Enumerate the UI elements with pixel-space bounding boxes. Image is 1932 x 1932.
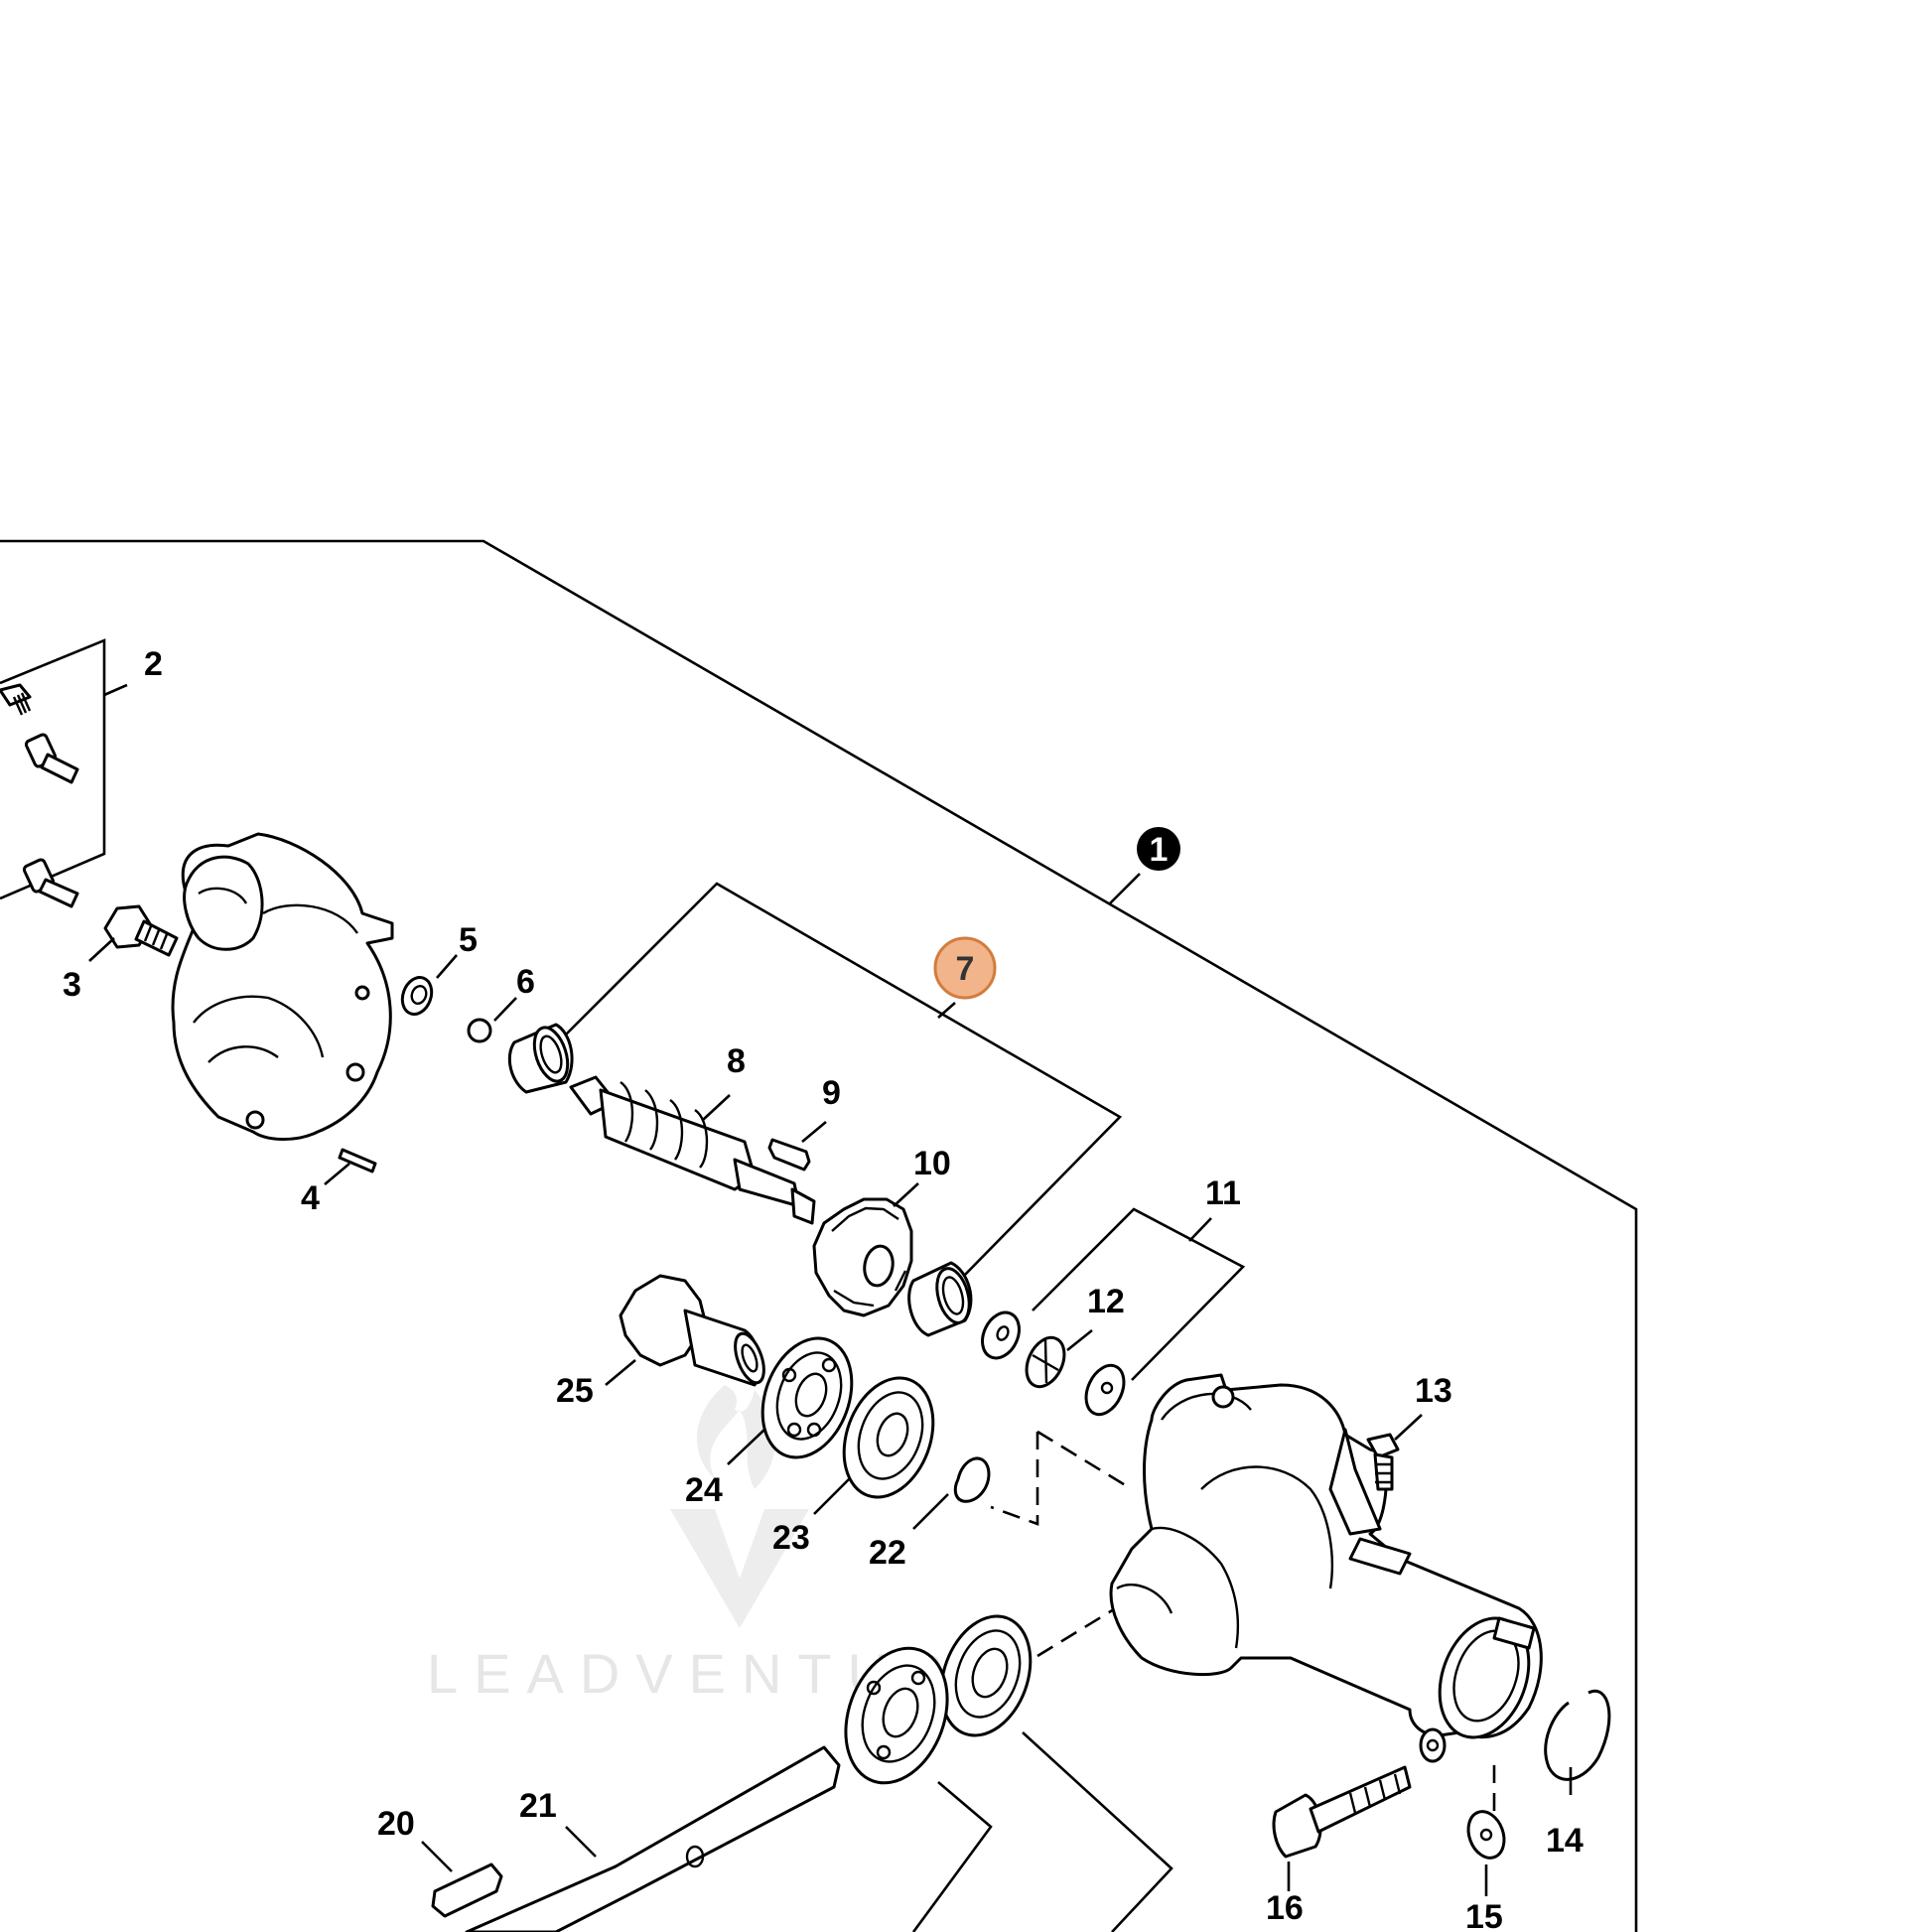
circlip-part-22	[953, 1456, 991, 1503]
key-part-9	[767, 1138, 811, 1172]
oring-part-6	[467, 1018, 492, 1043]
callout-9[interactable]: 9	[822, 1074, 841, 1112]
callout-1: 1	[1150, 831, 1169, 869]
callout-4[interactable]: 4	[301, 1179, 320, 1217]
callout-23[interactable]: 23	[772, 1519, 810, 1557]
gear-housing-cover	[171, 832, 394, 1141]
watermark-v-icon	[670, 1509, 809, 1628]
screw-part-2a	[0, 683, 32, 716]
sealed-bearing-lower	[939, 1614, 1033, 1737]
washer-part-5	[400, 976, 434, 1016]
callout-3[interactable]: 3	[63, 966, 81, 1004]
bracket-bottom-right	[1022, 1731, 1173, 1932]
callout-1-bubble[interactable]: 1	[1137, 827, 1180, 871]
needle-bearing-upper	[507, 1023, 574, 1094]
circlip-part-14	[1544, 1689, 1611, 1781]
callout-16[interactable]: 16	[1266, 1889, 1304, 1927]
pin-part-4	[338, 1148, 377, 1173]
bolt-part-3	[103, 904, 179, 957]
key-part-20	[431, 1863, 503, 1918]
ball-bearing-lower	[844, 1646, 949, 1785]
screw-part-13	[1366, 1433, 1400, 1491]
bracket-7	[565, 882, 1123, 1280]
gear-part-10	[812, 1197, 913, 1317]
bracket-11	[1032, 1207, 1246, 1381]
callout-5[interactable]: 5	[459, 921, 478, 959]
shaft-part-21	[465, 1745, 841, 1932]
disc-part-12	[1025, 1335, 1066, 1389]
callout-20[interactable]: 20	[377, 1805, 415, 1843]
callout-7-bubble[interactable]: 7	[933, 936, 997, 1000]
watermark-flame-icon	[696, 1385, 775, 1489]
screw-part-2b	[24, 733, 79, 784]
screw-part-2c	[22, 858, 79, 908]
callout-6[interactable]: 6	[516, 963, 535, 1001]
callout-22[interactable]: 22	[869, 1534, 906, 1572]
callout-2[interactable]: 2	[144, 645, 163, 683]
callout-13[interactable]: 13	[1415, 1372, 1452, 1410]
callout-7: 7	[956, 950, 975, 988]
worm-shaft-part-8	[569, 1075, 816, 1225]
callout-25[interactable]: 25	[556, 1372, 594, 1410]
needle-bearing-lower	[907, 1261, 973, 1337]
washer-part-15	[1466, 1810, 1506, 1860]
callout-14[interactable]: 14	[1546, 1822, 1584, 1860]
callout-11[interactable]: 11	[1205, 1174, 1241, 1212]
callout-24[interactable]: 24	[685, 1471, 723, 1509]
bracket-bottom-left	[911, 1781, 993, 1932]
washer-part-11b	[1084, 1363, 1126, 1417]
callout-10[interactable]: 10	[913, 1145, 951, 1182]
leader-lines	[88, 683, 1573, 1896]
ball-bearing-part-24	[760, 1336, 854, 1459]
sealed-bearing-part-23	[842, 1376, 935, 1499]
washer-part-11a	[981, 1311, 1021, 1360]
callout-12[interactable]: 12	[1087, 1283, 1125, 1320]
screw-part-16	[1272, 1765, 1412, 1859]
gear-housing-main	[1109, 1373, 1543, 1763]
callout-8[interactable]: 8	[727, 1042, 746, 1080]
callout-15[interactable]: 15	[1465, 1898, 1503, 1932]
pinion-part-25	[619, 1274, 765, 1387]
dash-line-1	[1036, 1430, 1133, 1491]
assembly-outline-1	[0, 539, 1638, 1932]
dash-line-2	[990, 1432, 1039, 1526]
callout-21[interactable]: 21	[519, 1787, 557, 1825]
